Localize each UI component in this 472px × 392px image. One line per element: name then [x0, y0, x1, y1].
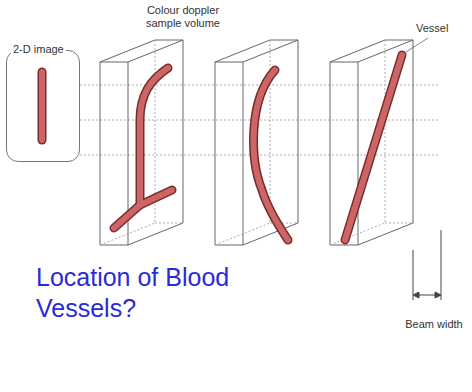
sample-volume-slabs	[100, 40, 413, 245]
frame-label: 2-D image	[11, 43, 66, 55]
image-frame: 2-D image	[6, 50, 80, 162]
vessels	[42, 55, 402, 240]
title-question: Location of Blood Vessels?	[36, 262, 266, 325]
vessel-label: Vessel	[416, 22, 468, 35]
vessel-leader	[406, 38, 428, 52]
beam-width-label: Beam width	[404, 318, 464, 331]
beam-width-marker	[413, 230, 441, 300]
slab-label: Colour doppler sample volume	[128, 4, 238, 30]
